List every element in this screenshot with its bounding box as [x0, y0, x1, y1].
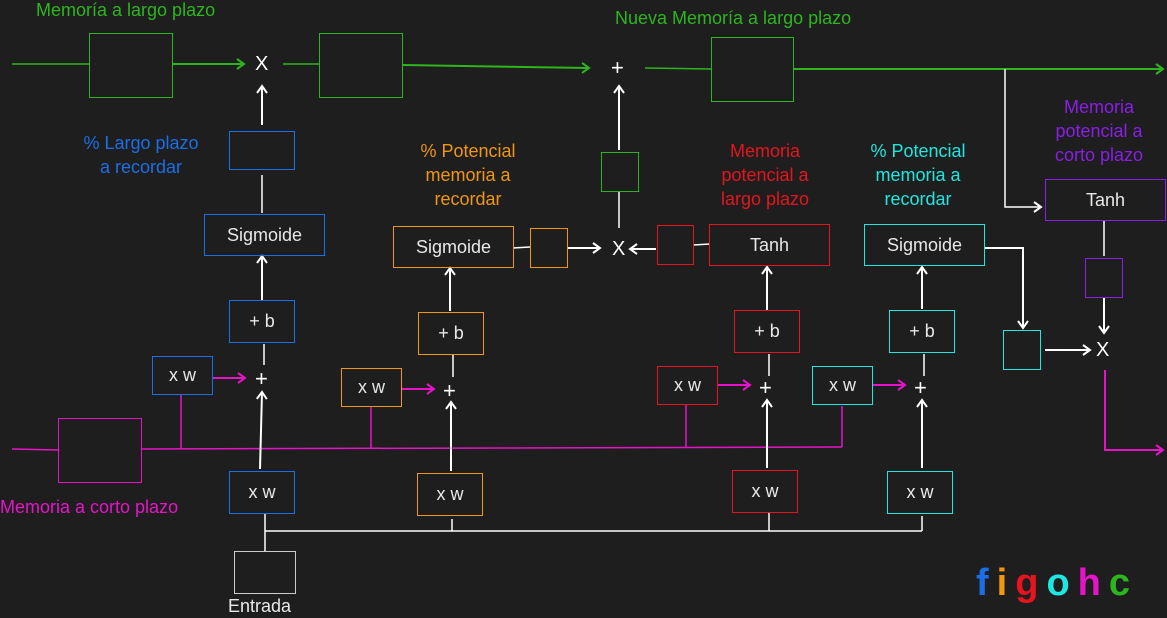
output-gate-label: % Potencial memoria a recordar	[870, 141, 966, 209]
output-gate-sigmoid: Sigmoide	[864, 224, 985, 266]
long-term-memory-label: Memoría a largo plazo	[36, 0, 216, 20]
output-candidate-label: Memoria potencial a corto plazo	[1054, 97, 1144, 165]
input-label: Entrada	[228, 596, 292, 616]
forget-gate-bias: + b	[229, 300, 295, 343]
input-gate-output-box	[530, 228, 568, 268]
input-gate-bias: + b	[418, 312, 484, 355]
input-gate-sigmoid: Sigmoide	[393, 226, 514, 268]
input-multiply-operator: X	[612, 238, 626, 260]
candidate-bias: + b	[734, 310, 800, 353]
long-term-add-operator: +	[611, 55, 624, 80]
logo-letter: o	[1046, 562, 1078, 604]
forget-gate-label: % Largo plazo a recordar	[83, 133, 199, 177]
forget-gate-short-weight: x w	[152, 356, 213, 395]
forget-gate-output-box	[229, 131, 295, 170]
flow-arrows	[256, 69, 1110, 471]
output-gate-output-box	[1003, 330, 1041, 370]
short-term-path	[11, 370, 1165, 456]
input-gate-input-weight: x w	[417, 473, 483, 516]
short-term-memory-box	[58, 418, 142, 483]
forget-gate-add-operator: +	[255, 366, 268, 391]
output-gate-input-weight: x w	[887, 471, 953, 514]
short-term-memory-label: Memoria a corto plazo	[0, 497, 179, 517]
input-path	[264, 513, 923, 551]
output-multiply-operator: X	[1096, 339, 1110, 361]
logo-letter: i	[996, 562, 1016, 604]
candidate-tanh: Tanh	[709, 224, 830, 266]
forget-gate-sigmoid: Sigmoide	[204, 214, 325, 256]
output-gate-add-operator: +	[914, 375, 927, 400]
output-candidate-output-box	[1085, 258, 1123, 298]
long-term-path	[12, 58, 1165, 75]
input-gate-add-operator: +	[443, 378, 456, 403]
long-term-scaled-box	[319, 33, 403, 98]
logo-letter: g	[1015, 562, 1047, 604]
forget-gate-input-weight: x w	[229, 471, 295, 514]
candidate-memory-label: Memoria potencial a largo plazo	[720, 141, 810, 209]
long-term-memory-box	[89, 33, 173, 98]
candidate-add-operator: +	[759, 375, 772, 400]
output-gate-short-weight: x w	[812, 366, 873, 405]
candidate-short-weight: x w	[657, 366, 718, 405]
logo-letter: h	[1077, 562, 1109, 604]
figohc-logo: figohc	[976, 562, 1138, 605]
new-long-term-memory-label: Nueva Memoría a largo plazo	[615, 8, 852, 28]
input-box	[234, 551, 296, 594]
input-gate-short-weight: x w	[341, 368, 402, 407]
forget-multiply-operator: X	[255, 53, 269, 75]
candidate-output-box	[657, 225, 694, 265]
input-gate-label: % Potencial memoria a recordar	[420, 141, 516, 209]
logo-letter: c	[1108, 562, 1139, 604]
input-contribution-box	[601, 152, 639, 192]
output-candidate-tanh: Tanh	[1045, 179, 1166, 221]
candidate-input-weight: x w	[732, 470, 798, 513]
output-gate-bias: + b	[889, 310, 955, 353]
new-long-term-memory-box	[711, 37, 794, 102]
logo-letter: f	[976, 562, 997, 604]
